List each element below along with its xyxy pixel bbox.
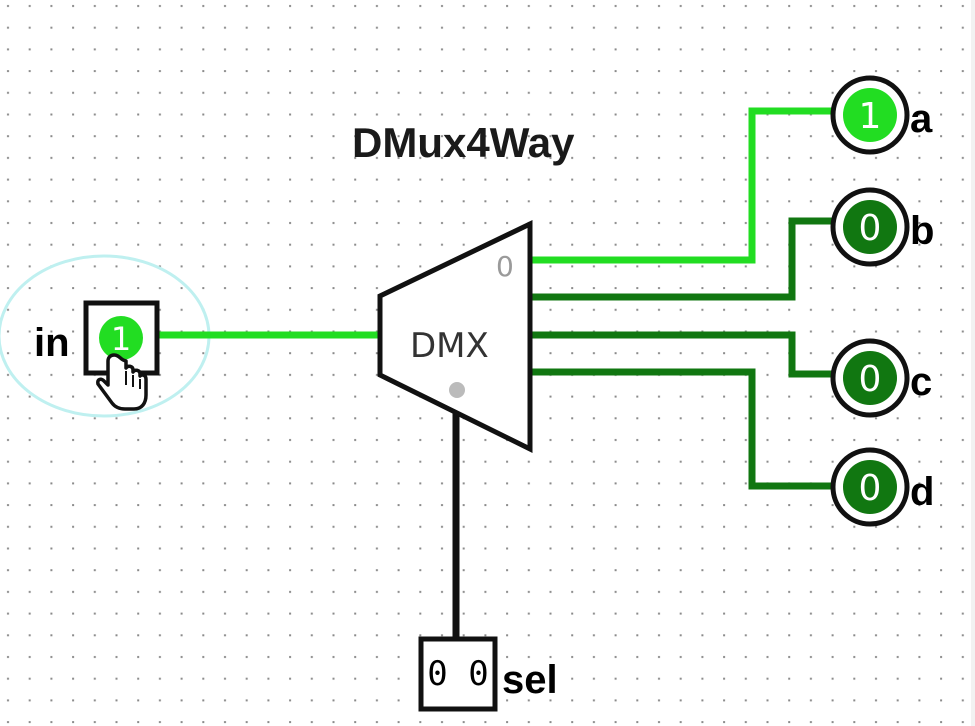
input-pin-label: in — [34, 321, 70, 365]
wire-out-c[interactable] — [524, 331, 840, 378]
output-pin-a[interactable]: 1 a — [830, 75, 933, 155]
select-pin-label: sel — [502, 658, 558, 702]
demux-label: DMX — [410, 326, 489, 366]
output-pin-d-label: d — [910, 470, 934, 514]
output-pin-b-state — [843, 200, 897, 254]
output-pin-a-value: 1 — [859, 96, 882, 137]
output-pin-c-value: 0 — [859, 359, 882, 400]
output-pin-b-value: 0 — [859, 208, 882, 249]
output-pin-a-state — [843, 88, 897, 142]
demux-select-port — [449, 382, 465, 398]
scrollbar-edge[interactable] — [971, 0, 975, 726]
demux-body[interactable] — [377, 220, 533, 454]
input-pin-state[interactable] — [99, 316, 143, 360]
wire-out-a[interactable] — [524, 107, 840, 264]
select-pin-box[interactable] — [418, 636, 498, 712]
wire-out-b[interactable] — [524, 217, 840, 301]
output-pin-b-label: b — [910, 209, 934, 253]
output-pin-a-label: a — [910, 97, 933, 141]
input-pin-value: 1 — [111, 320, 131, 358]
output-pin-d[interactable]: 0 d — [830, 447, 934, 527]
demux-component[interactable]: DMX 0 — [377, 220, 533, 454]
select-pin[interactable]: 0 0 sel — [418, 636, 558, 712]
wires — [150, 107, 840, 642]
output-pin-b[interactable]: 0 b — [830, 187, 934, 267]
output-pin-c-label: c — [910, 360, 932, 404]
demux-port-label: 0 — [496, 250, 514, 283]
output-pin-d-value: 0 — [859, 468, 882, 509]
output-pin-c-state — [843, 351, 897, 405]
output-pin-c[interactable]: 0 c — [830, 338, 932, 418]
input-pin[interactable]: 1 in — [34, 300, 160, 376]
wire-out-d[interactable] — [524, 368, 840, 490]
hand-cursor-icon — [96, 353, 148, 411]
select-pin-value: 0 0 — [427, 654, 488, 694]
circuit-title: DMux4Way — [352, 119, 575, 166]
output-pin-d-state — [843, 460, 897, 514]
